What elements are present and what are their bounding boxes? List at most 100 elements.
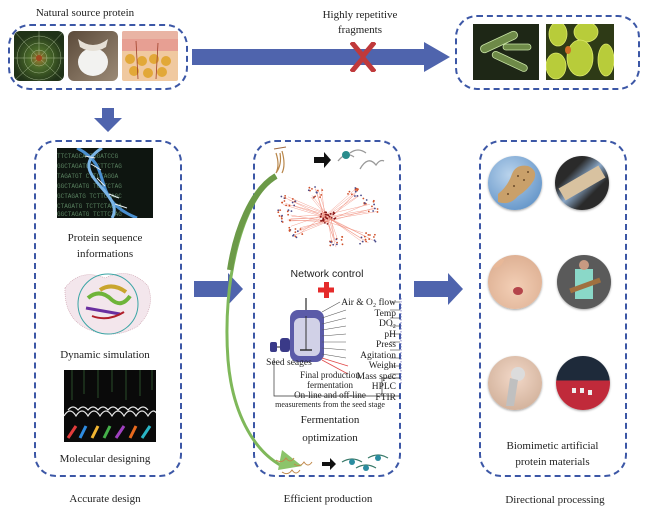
biomimetic-materials-label: Biomimetic artificial protein materials [495,438,610,470]
network-node [308,186,311,189]
network-node [367,233,370,236]
network-node [287,213,290,216]
network-node [369,234,371,236]
network-node [286,210,289,213]
network-node [328,215,331,218]
network-edge [293,205,326,215]
fermenter-diagram [270,298,402,397]
network-node [294,228,297,230]
network-node [332,211,335,214]
network-edge [324,188,356,216]
network-node [287,209,290,211]
network-node [360,194,362,197]
fragments-label-line1: Highly repetitive [322,9,398,21]
protein-sequence-line1: Protein sequence [67,232,143,244]
network-node [350,193,353,196]
efficient-production-caption: Efficient production [283,493,373,505]
spider-web-image [14,31,64,81]
directional-processing-box [479,140,627,477]
network-node [312,196,315,199]
yeast-image [546,24,614,80]
measurement-item: Weight [368,361,396,371]
measurement-item: DO₂ [378,319,396,329]
network-control-label: Network control [290,268,364,280]
network-node [285,204,288,207]
network-edge [328,211,368,218]
network-node [368,238,371,240]
silkworm-cocoon-image [68,31,118,81]
biomimetic-line2: protein materials [515,456,590,468]
network-edge [325,189,360,217]
bacteria-image [473,24,539,80]
protein-sequence-line2: informations [76,248,134,260]
measurement-item: HPLC [371,382,396,392]
network-edge [327,217,333,246]
network-node [292,233,295,236]
accurate-design-box [34,140,182,477]
network-edge [290,217,329,219]
natural-source-label: Natural source protein [35,7,135,19]
network-node [374,207,376,210]
network-edge [328,217,364,243]
network-node [333,217,336,220]
network-node [364,202,366,204]
box-text-line4: measurements from the seed stage [275,400,385,409]
fermentation-line2: optimization [302,432,358,444]
biomimetic-line1: Biomimetic artificial [506,440,599,452]
network-node [279,209,282,212]
textile-fabric-image [556,356,610,410]
network-node [293,204,296,207]
svg-text:GGCTAGATG TCTTCTAG: GGCTAGATG TCTTCTAG [57,211,122,218]
network-node [373,203,375,206]
network-edge [325,216,363,240]
network-node [326,222,329,225]
dynamic-simulation-label: Dynamic simulation [60,349,150,361]
red-x-icon [350,42,376,72]
network-node [340,238,343,241]
network-node [348,190,351,193]
network-node [296,230,299,233]
network-edge [310,196,327,217]
protein-sequence-label: Protein sequence informations [50,230,160,262]
network-node [365,240,368,243]
network-edge [289,219,328,222]
box-text-line2: fermentation [307,380,353,390]
protein-assembly-bottom [275,454,389,475]
network-node [291,201,294,204]
measurement-item: Air & O₂ flow [341,298,396,308]
measurement-item: pH [384,329,396,340]
network-node [281,214,283,217]
measurement-item: Mass spec [356,371,396,382]
network-node [277,209,280,212]
fragments-label: Highly repetitive fragments [310,8,410,38]
network-node [277,211,280,214]
svg-text:CTAGATG TCTTCTAGGA: CTAGATG TCTTCTAGGA [57,203,122,210]
natural-source-box [8,24,188,90]
network-node [367,210,370,213]
network-edge [300,220,326,230]
microbe-box [455,15,640,90]
molecular-design-image [64,370,156,442]
network-edge [315,188,326,222]
network-node [354,195,356,197]
network-edge [287,219,329,223]
network-node [363,235,366,238]
network-node [280,195,283,198]
network-node [314,186,316,188]
network-edge [311,195,329,217]
network-node [374,240,377,243]
joint-implant-image [488,356,542,410]
network-node [325,211,328,214]
network-node [360,236,363,239]
network-node [365,199,368,201]
measurement-item: FTIR [375,392,396,403]
network-node [356,189,359,192]
network-edge [327,193,356,221]
arrow-to-right [414,273,463,305]
accurate-design-caption: Accurate design [69,493,141,505]
network-node [362,197,365,200]
network-node [335,238,338,241]
measurement-item: Agitation [360,350,396,361]
network-node [376,208,379,210]
